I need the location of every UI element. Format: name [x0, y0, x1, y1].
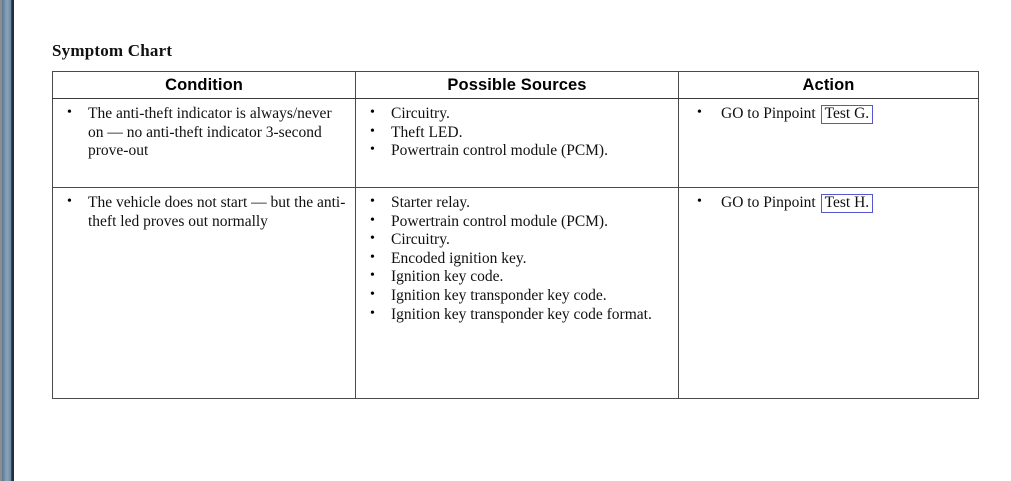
list-item: GO to Pinpoint Test G. [695, 104, 970, 124]
cell-possible-sources: Circuitry. Theft LED. Powertrain control… [355, 98, 679, 188]
cell-possible-sources: Starter relay. Powertrain control module… [355, 187, 679, 399]
action-text: GO to Pinpoint [721, 105, 816, 122]
list-item: Circuitry. [368, 230, 670, 250]
list-item: Circuitry. [368, 104, 670, 124]
list-item: Theft LED. [368, 123, 670, 143]
action-list: GO to Pinpoint Test G. [679, 99, 978, 134]
column-header-condition: Condition [52, 71, 356, 99]
gutter-shadow-right [11, 0, 14, 481]
list-item: Starter relay. [368, 193, 670, 213]
list-item: Ignition key transponder key code format… [368, 305, 670, 325]
symptom-chart-table: Condition Possible Sources Action The an… [52, 71, 979, 399]
list-item: Powertrain control module (PCM). [368, 212, 670, 232]
pinpoint-test-link[interactable]: Test H. [820, 194, 874, 213]
table-body: The anti-theft indicator is always/never… [52, 98, 979, 399]
cell-action: GO to Pinpoint Test H. [678, 187, 979, 399]
page-content: Symptom Chart Condition Possible Sources… [14, 0, 1011, 481]
column-header-possible-sources: Possible Sources [355, 71, 679, 99]
possible-sources-list: Starter relay. Powertrain control module… [356, 188, 678, 334]
list-item: The vehicle does not start — but the ant… [65, 193, 347, 231]
cell-condition: The anti-theft indicator is always/never… [52, 98, 356, 188]
list-item: Ignition key transponder key code. [368, 286, 670, 306]
gutter-fill [2, 0, 11, 481]
pinpoint-test-link[interactable]: Test G. [820, 105, 874, 124]
table-row: The vehicle does not start — but the ant… [52, 187, 979, 399]
list-item: Ignition key code. [368, 267, 670, 287]
condition-list: The anti-theft indicator is always/never… [53, 99, 355, 171]
table-header-row: Condition Possible Sources Action [52, 71, 979, 99]
page-title: Symptom Chart [52, 41, 173, 60]
page-binding-gutter [0, 0, 14, 481]
list-item: Encoded ignition key. [368, 249, 670, 269]
list-item: Powertrain control module (PCM). [368, 141, 670, 161]
table-header: Condition Possible Sources Action [52, 71, 979, 99]
table-row: The anti-theft indicator is always/never… [52, 98, 979, 188]
gutter-shadow-left [0, 0, 2, 481]
cell-action: GO to Pinpoint Test G. [678, 98, 979, 188]
action-text: GO to Pinpoint [721, 194, 816, 211]
cell-condition: The vehicle does not start — but the ant… [52, 187, 356, 399]
condition-list: The vehicle does not start — but the ant… [53, 188, 355, 241]
possible-sources-list: Circuitry. Theft LED. Powertrain control… [356, 99, 678, 171]
list-item: The anti-theft indicator is always/never… [65, 104, 347, 161]
list-item: GO to Pinpoint Test H. [695, 193, 970, 213]
action-list: GO to Pinpoint Test H. [679, 188, 978, 223]
column-header-action: Action [678, 71, 979, 99]
